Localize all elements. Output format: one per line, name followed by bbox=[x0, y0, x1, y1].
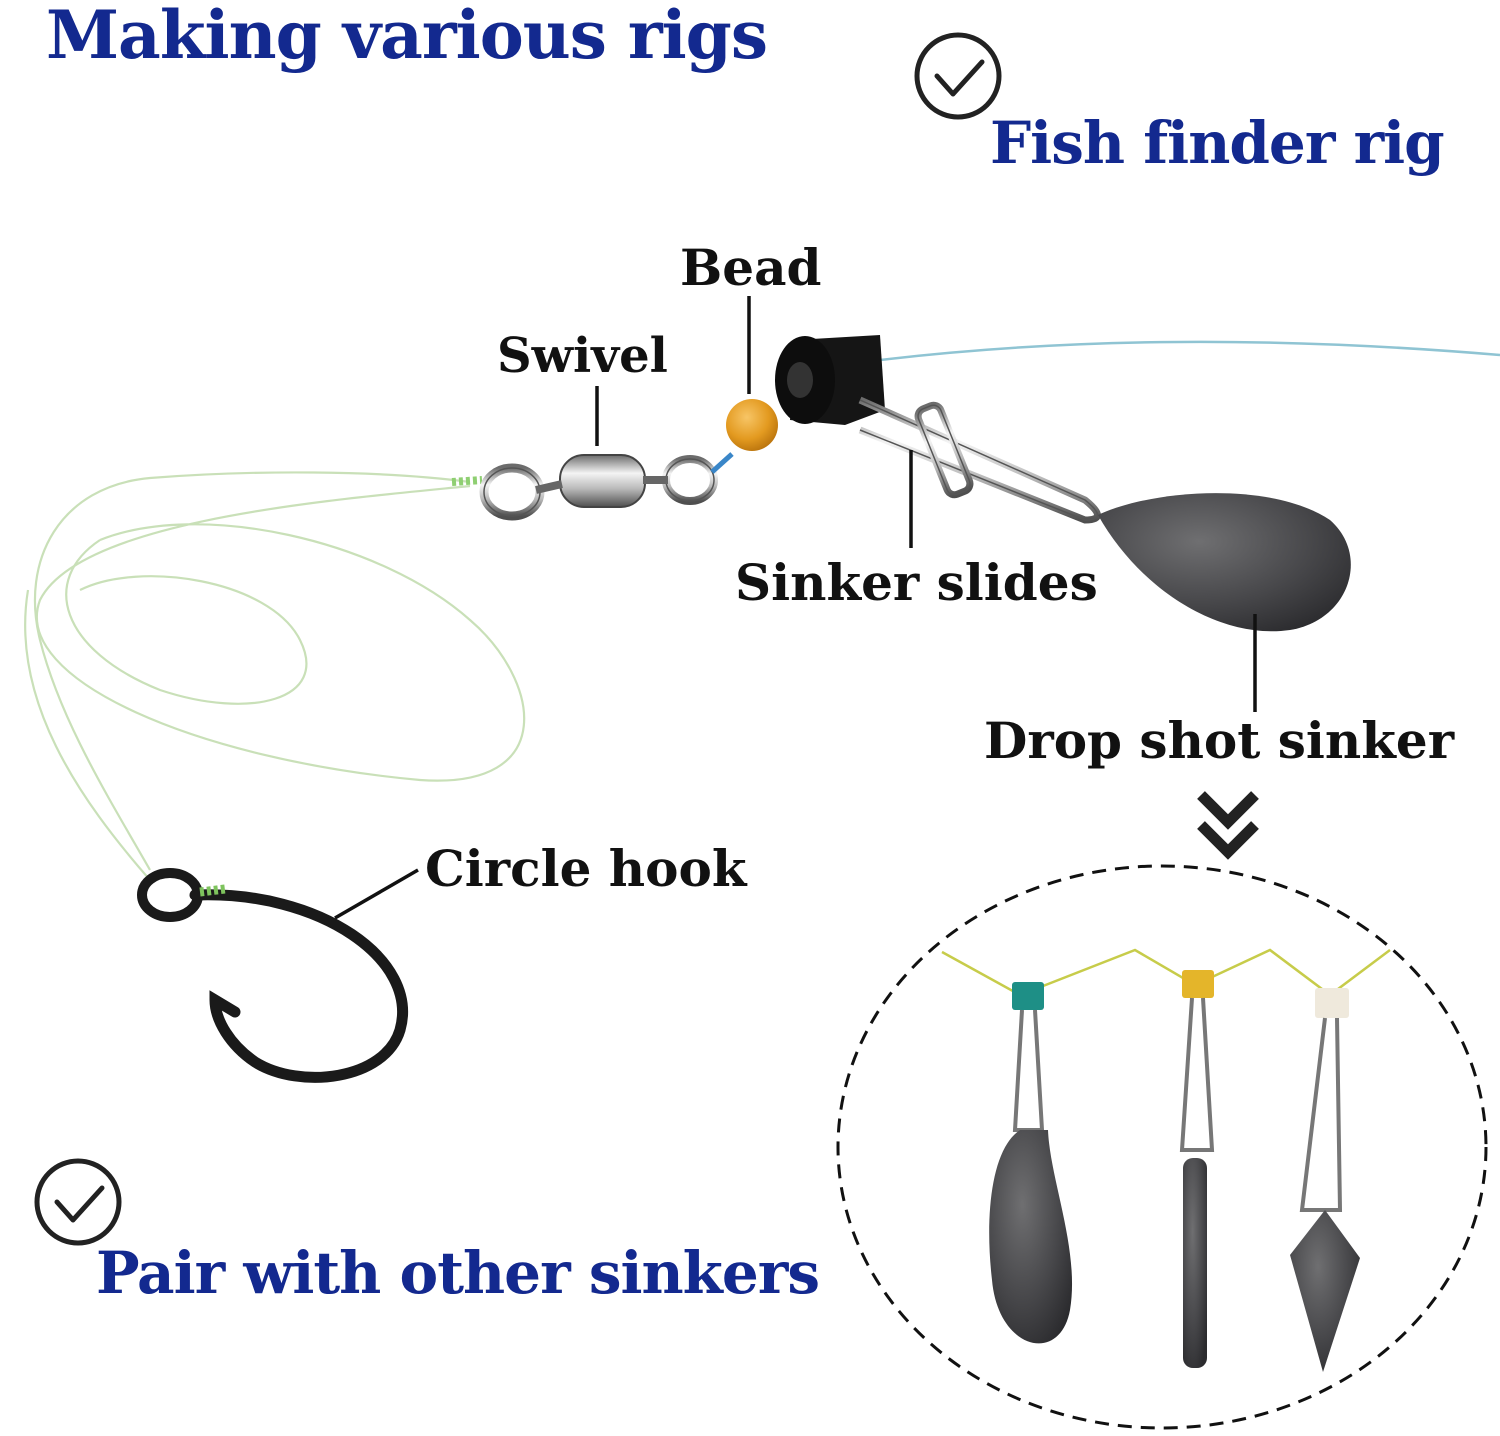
circle-hook bbox=[137, 868, 408, 1083]
label-pointers bbox=[334, 296, 1257, 920]
check-circle-icon bbox=[34, 1158, 122, 1246]
label-bead: Bead bbox=[680, 238, 822, 297]
bead bbox=[726, 399, 778, 451]
drop-shot-sinker bbox=[1098, 493, 1351, 632]
label-drop-shot-sinker: Drop shot sinker bbox=[984, 711, 1455, 770]
label-sinker-slides: Sinker slides bbox=[735, 553, 1098, 612]
feature-pair-sinkers: Pair with other sinkers bbox=[96, 1239, 820, 1307]
label-swivel: Swivel bbox=[497, 328, 668, 384]
double-chevron-down-icon bbox=[1197, 791, 1259, 860]
leader-knot bbox=[451, 476, 483, 486]
check-circle-icon bbox=[914, 32, 1002, 120]
label-circle-hook: Circle hook bbox=[425, 839, 747, 898]
leader-line bbox=[24, 471, 526, 881]
sinker-slide bbox=[775, 335, 1101, 524]
page-title: Making various rigs bbox=[46, 0, 768, 74]
feature-fish-finder-rig: Fish finder rig bbox=[990, 109, 1445, 177]
sinker-options-inset bbox=[941, 948, 1391, 1372]
swivel bbox=[479, 452, 734, 521]
sinker-options-frame bbox=[836, 864, 1488, 1430]
main-line bbox=[879, 340, 1500, 362]
